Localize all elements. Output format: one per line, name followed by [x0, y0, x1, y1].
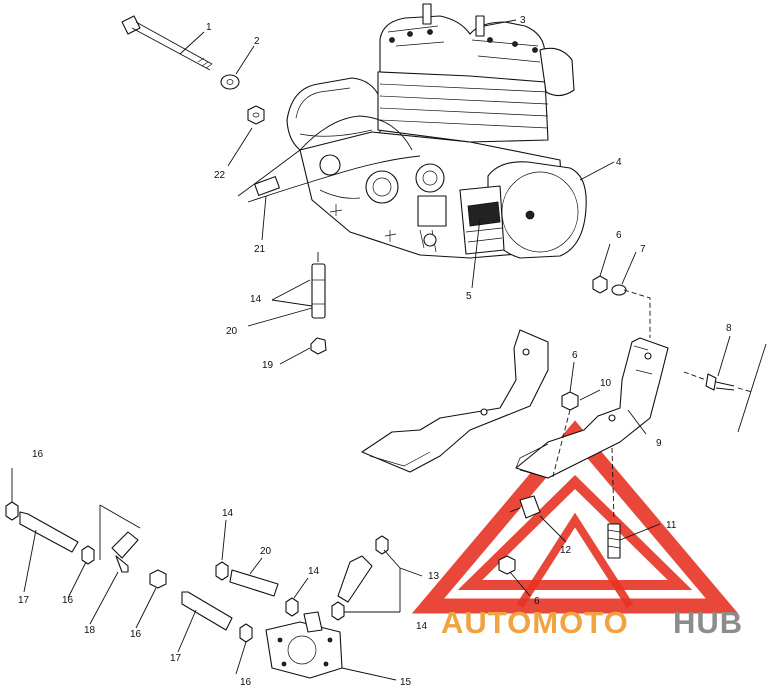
- callout-6-lower: 6: [534, 596, 540, 607]
- part-6-nut-middle: [561, 391, 579, 411]
- part-2-washer: [220, 74, 240, 90]
- callout-7: 7: [640, 244, 646, 255]
- callout-16-left: 16: [32, 449, 44, 460]
- part-8-bolt: [683, 371, 753, 393]
- callout-4: 4: [616, 157, 622, 168]
- callout-14-right: 14: [308, 566, 320, 577]
- callout-8: 8: [726, 323, 732, 334]
- callout-6-middle: 6: [572, 350, 578, 361]
- watermark-brand-hub: HUB: [673, 605, 743, 640]
- part-7-washer: [611, 284, 627, 296]
- callout-13: 13: [428, 571, 440, 582]
- callout-6-upper: 6: [616, 230, 622, 241]
- callout-14-upper: 14: [250, 294, 262, 305]
- part-6-nut-upper: [592, 275, 608, 294]
- watermark-logo: AUTOMOTO HUB: [411, 420, 743, 640]
- callout-20-upper: 20: [226, 326, 238, 337]
- watermark-triangle-icon: [411, 420, 739, 614]
- callout-17-center: 17: [170, 653, 182, 664]
- watermark-brand-auto: AUTOMOTO: [441, 605, 629, 640]
- callout-17-left: 17: [18, 595, 30, 606]
- engine-mount-brackets: [361, 329, 669, 479]
- part-22-nut: [247, 105, 265, 125]
- callout-19: 19: [262, 360, 274, 371]
- part-1-long-bolt: [121, 15, 213, 71]
- callout-1: 1: [206, 22, 212, 33]
- part-20-standing-hose: [310, 252, 327, 355]
- callout-16-center: 16: [130, 629, 142, 640]
- engine-assembly: [286, 3, 587, 259]
- callout-22: 22: [214, 170, 226, 181]
- callout-11: 11: [666, 520, 677, 531]
- callout-labels: 1 2 3 4 5 6 7 8 6 10 9 22 21 14 20 19 16…: [18, 15, 732, 688]
- callout-14-center: 14: [222, 508, 234, 519]
- callout-14-lower-right: 14: [416, 621, 428, 632]
- part-11-bolt: [607, 447, 621, 559]
- part-12-rubber-mount: [509, 495, 541, 519]
- callout-5: 5: [466, 291, 472, 302]
- part-6-nut-lower: [498, 555, 516, 575]
- throttle-cable: [237, 115, 421, 203]
- callout-12: 12: [560, 545, 572, 556]
- callout-16-bottom: 16: [240, 677, 252, 685]
- callout-2: 2: [254, 36, 260, 47]
- callout-16-mid-left: 16: [62, 595, 74, 606]
- leader-lines: [11, 19, 731, 681]
- lower-hose-assembly: [5, 501, 389, 679]
- callout-3: 3: [520, 15, 526, 26]
- callout-20-lower: 20: [260, 546, 272, 557]
- callout-15: 15: [400, 677, 412, 685]
- callout-9: 9: [656, 438, 662, 449]
- callout-18: 18: [84, 625, 96, 636]
- callout-21: 21: [254, 244, 266, 255]
- callout-10: 10: [600, 378, 612, 389]
